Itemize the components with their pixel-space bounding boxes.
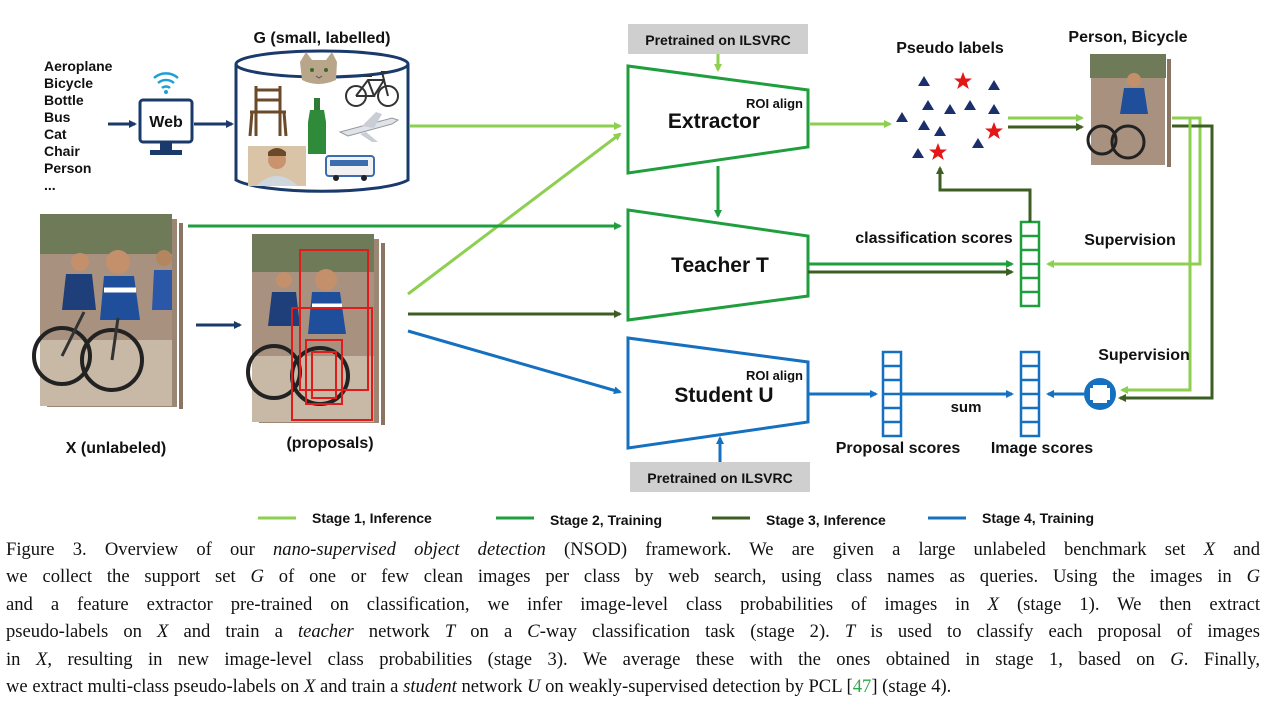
- triangle-marker: [896, 112, 908, 122]
- class-name: Person: [44, 160, 91, 176]
- triangle-marker: [922, 100, 934, 110]
- triangle-marker: [988, 80, 1000, 90]
- pseudo-labels-title: Pseudo labels: [896, 40, 1004, 57]
- bus-image: [325, 155, 375, 181]
- legend-label: Stage 3, Inference: [766, 512, 886, 528]
- class-name: ...: [44, 177, 56, 193]
- bicycle-image: [345, 71, 399, 107]
- extractor-block: [626, 64, 810, 175]
- unlabeled-label: X (unlabeled): [66, 440, 166, 457]
- class-name: Bottle: [44, 92, 84, 108]
- triangle-marker: [918, 120, 930, 130]
- pretrained-top-box: [628, 24, 808, 54]
- web-monitor-icon: Web: [138, 98, 194, 155]
- aeroplane-image: [338, 112, 400, 142]
- sum-label: sum: [951, 399, 982, 416]
- bottle-image: [308, 98, 326, 154]
- support-set-title: G (small, labelled): [254, 30, 391, 47]
- triangle-marker: [972, 138, 984, 148]
- star-marker: [985, 122, 1003, 139]
- pretrained-top-label: Pretrained on ILSVRC: [645, 32, 790, 48]
- class-name: Bicycle: [44, 75, 93, 91]
- unlabeled-image-stack: [32, 214, 185, 411]
- cyclists-photo: [32, 214, 172, 406]
- wifi-icon: [153, 72, 179, 94]
- web-label: Web: [149, 114, 183, 131]
- image-score-vector: [1019, 350, 1041, 438]
- class-name: Aeroplane: [44, 58, 113, 74]
- caption-line: and a feature extractor pre-trained on c…: [6, 593, 1260, 615]
- person-image: [248, 146, 306, 186]
- reference-link[interactable]: 47: [852, 676, 872, 698]
- legend: Stage 1, Inference Stage 2, Training Sta…: [258, 510, 1094, 528]
- proposal-boxes: [291, 249, 373, 421]
- proposal-scores-label: Proposal scores: [836, 440, 961, 457]
- student-block: [626, 336, 810, 450]
- caption-line: pseudo-labels on X and train a teacher n…: [6, 621, 1260, 643]
- support-set-cylinder: [234, 49, 410, 193]
- student-label: Student U: [674, 384, 773, 407]
- student-roi-label: ROI align: [746, 368, 803, 383]
- class-name-list: Aeroplane Bicycle Bottle Bus Cat Chair P…: [44, 58, 113, 193]
- proposal-score-vector: [881, 350, 903, 438]
- triangle-marker: [918, 76, 930, 86]
- triangle-marker: [912, 148, 924, 158]
- legend-label: Stage 2, Training: [550, 512, 662, 528]
- result-title: Person, Bicycle: [1068, 29, 1187, 46]
- star-marker: [929, 143, 947, 160]
- class-name: Cat: [44, 126, 67, 142]
- arrow-result-to-plus: [1118, 124, 1214, 402]
- legend-label: Stage 4, Training: [982, 510, 1094, 526]
- plus-icon: [1084, 378, 1116, 410]
- cat-image: [300, 52, 337, 84]
- arrow-proposals-to-student: [407, 329, 622, 395]
- proposals-label: (proposals): [286, 435, 373, 452]
- result-photo: [1086, 53, 1173, 169]
- pretrained-bottom-box: [630, 462, 810, 492]
- classification-scores-label: classification scores: [855, 230, 1013, 247]
- extractor-roi-label: ROI align: [746, 96, 803, 111]
- image-scores-label: Image scores: [991, 440, 1093, 457]
- proposal-box: [291, 307, 373, 421]
- framework-diagram: Aeroplane Bicycle Bottle Bus Cat Chair P…: [32, 24, 1214, 528]
- star-markers: [929, 72, 1003, 160]
- proposal-box: [311, 351, 337, 399]
- supervision-label-1: Supervision: [1084, 232, 1176, 249]
- teacher-label: Teacher T: [671, 254, 769, 277]
- supervision-label-2: Supervision: [1098, 347, 1190, 364]
- teacher-block: [626, 208, 810, 322]
- class-name: Bus: [44, 109, 71, 125]
- class-name: Chair: [44, 143, 80, 159]
- classification-score-vector: [1019, 220, 1041, 308]
- legend-label: Stage 1, Inference: [312, 510, 432, 526]
- caption-line: we collect the support set G of one or f…: [6, 566, 1260, 588]
- triangle-marker: [944, 104, 956, 114]
- proposals-image-stack: [246, 234, 387, 427]
- arrow-result-to-plus-stage1: [1120, 116, 1192, 394]
- chair-image: [248, 86, 288, 137]
- triangle-marker: [964, 100, 976, 110]
- pseudo-label-markers: [896, 76, 1000, 158]
- caption-line: in X, resulting in new image-level class…: [6, 648, 1260, 670]
- caption-line: we extract multi-class pseudo-labels on …: [6, 676, 952, 698]
- star-marker: [954, 72, 972, 89]
- caption-line: Figure 3. Overview of our nano-supervise…: [6, 539, 1261, 560]
- arrow-proposals-to-extractor: [407, 132, 622, 296]
- triangle-marker: [934, 126, 946, 136]
- proposal-box: [299, 249, 369, 391]
- arrow-scores-to-pseudo-labels: [936, 166, 1032, 222]
- triangle-marker: [988, 104, 1000, 114]
- proposal-box: [305, 339, 343, 405]
- pretrained-bottom-label: Pretrained on ILSVRC: [647, 470, 792, 486]
- figure-caption: Figure 3. Overview of our nano-supervise…: [6, 536, 1260, 700]
- extractor-label: Extractor: [668, 110, 760, 133]
